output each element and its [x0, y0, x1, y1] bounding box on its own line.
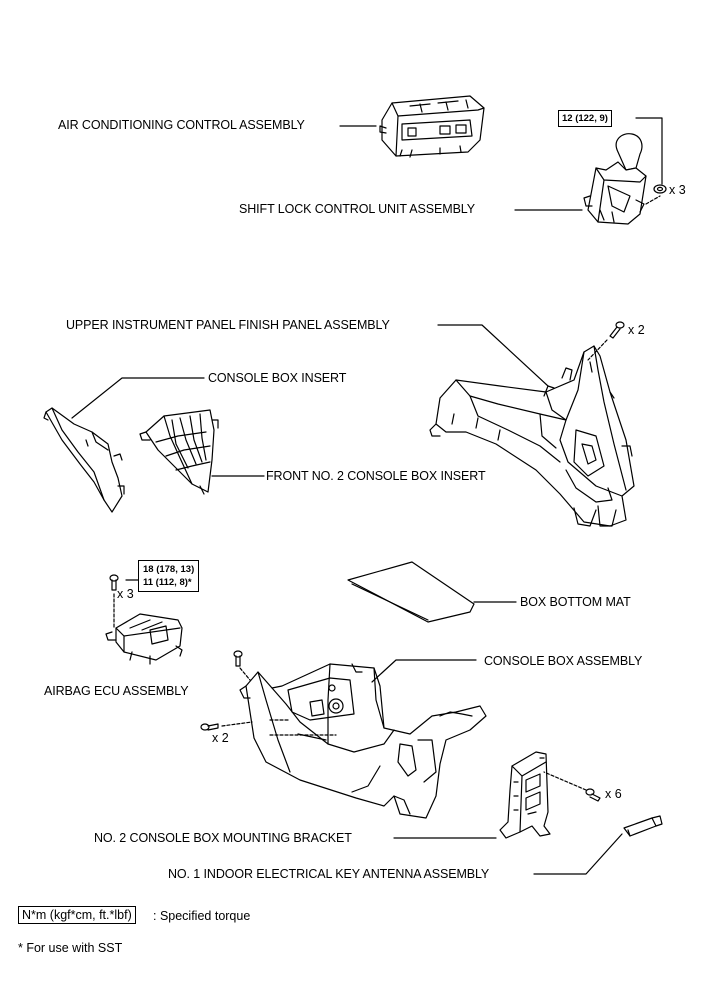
legend-torque-units-box: N*m (kgf*cm, ft.*lbf): [18, 906, 136, 924]
upper-panel-part: [429, 345, 635, 527]
label-console-insert: CONSOLE BOX INSERT: [208, 371, 347, 385]
console-box-part: [239, 663, 487, 819]
insert-leader-line: [71, 377, 205, 419]
bracket-screw: [585, 788, 601, 802]
upper-panel-screw: [609, 321, 625, 339]
console-screw-dashed-side: [221, 721, 253, 727]
legend-sst-note: * For use with SST: [18, 941, 123, 955]
shift-nut-dashed-line: [645, 195, 661, 205]
label-airbag-ecu: AIRBAG ECU ASSEMBLY: [44, 684, 189, 698]
count-shift-nuts: x 3: [669, 183, 686, 197]
shift-lock-nut: [653, 184, 667, 194]
shift-lock-part: [583, 133, 647, 225]
label-key-antenna: NO. 1 INDOOR ELECTRICAL KEY ANTENNA ASSE…: [168, 867, 490, 881]
console-leader-line: [371, 659, 477, 683]
key-antenna-part: [623, 815, 663, 837]
ac-control-part: [379, 95, 485, 158]
console-screw-top: [233, 650, 243, 667]
label-upper-panel: UPPER INSTRUMENT PANEL FINISH PANEL ASSE…: [66, 318, 390, 332]
legend-torque-text: : Specified torque: [153, 909, 251, 923]
shift-torque-leader: [635, 117, 663, 185]
front-insert-part: [139, 409, 219, 495]
count-airbag-bolts: x 3: [117, 587, 134, 601]
count-bracket-screws: x 6: [605, 787, 622, 801]
label-box-bottom-mat: BOX BOTTOM MAT: [520, 595, 631, 609]
console-insert-part: [43, 407, 125, 513]
antenna-leader-line: [533, 833, 623, 875]
upper-screw-dashed-line: [587, 339, 608, 361]
count-console-screws: x 2: [212, 731, 229, 745]
label-front-insert: FRONT NO. 2 CONSOLE BOX INSERT: [266, 469, 486, 483]
airbag-bolt: [109, 574, 119, 591]
label-console-box: CONSOLE BOX ASSEMBLY: [484, 654, 643, 668]
bracket-screw-dashed-line: [543, 771, 587, 791]
console-screw-dashed-top: [239, 667, 251, 681]
label-mounting-bracket: NO. 2 CONSOLE BOX MOUNTING BRACKET: [94, 831, 352, 845]
airbag-ecu-part: [105, 613, 183, 665]
torque-airbag-spec: 18 (178, 13): [143, 564, 195, 575]
label-shift-lock: SHIFT LOCK CONTROL UNIT ASSEMBLY: [239, 202, 475, 216]
torque-box-airbag: 18 (178, 13) 11 (112, 8)*: [138, 560, 200, 592]
count-upper-screws: x 2: [628, 323, 645, 337]
label-ac-control: AIR CONDITIONING CONTROL ASSEMBLY: [58, 118, 305, 132]
torque-box-shift: 12 (122, 9): [558, 110, 612, 127]
console-screw-side: [200, 723, 219, 731]
console-hidden-lines: [269, 719, 337, 736]
mounting-bracket-part: [499, 751, 551, 839]
torque-airbag-sst-spec: 11 (112, 8)*: [143, 577, 192, 588]
box-bottom-mat-part: [347, 561, 475, 623]
upper-leader-line: [437, 324, 549, 387]
